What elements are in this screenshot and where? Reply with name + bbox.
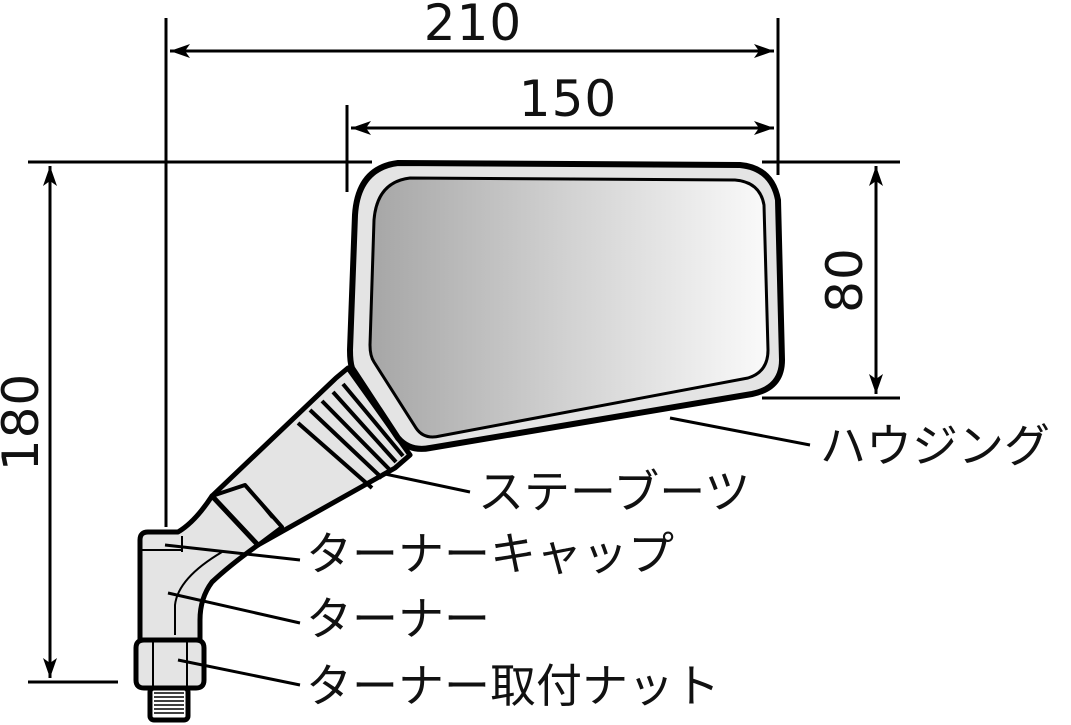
label-turner: ターナー xyxy=(306,592,490,646)
leader-housing xyxy=(669,416,811,447)
label-housing: ハウジング xyxy=(820,419,1050,473)
label-turner-mount-nut: ターナー取付ナット xyxy=(306,659,720,713)
dimension-180: 180 xyxy=(0,373,50,471)
leader-lines xyxy=(164,416,811,687)
mirror-stay xyxy=(133,365,413,723)
stay-boots xyxy=(296,382,405,490)
leader-stay-boots xyxy=(384,472,471,494)
extension-lines xyxy=(28,18,900,684)
leader-turner xyxy=(167,591,301,625)
mirror-glass xyxy=(368,176,770,439)
leader-turner-cap xyxy=(164,543,301,562)
label-turner-cap: ターナーキャップ xyxy=(306,527,674,581)
label-stay-boots: ステーブーツ xyxy=(478,465,750,519)
mirror-housing xyxy=(347,160,785,452)
dimension-150: 150 xyxy=(519,70,617,128)
leader-turner-mount-nut xyxy=(177,658,301,687)
dimension-arrows xyxy=(43,44,883,678)
dimension-210: 210 xyxy=(424,0,522,52)
dimension-80: 80 xyxy=(816,247,874,313)
